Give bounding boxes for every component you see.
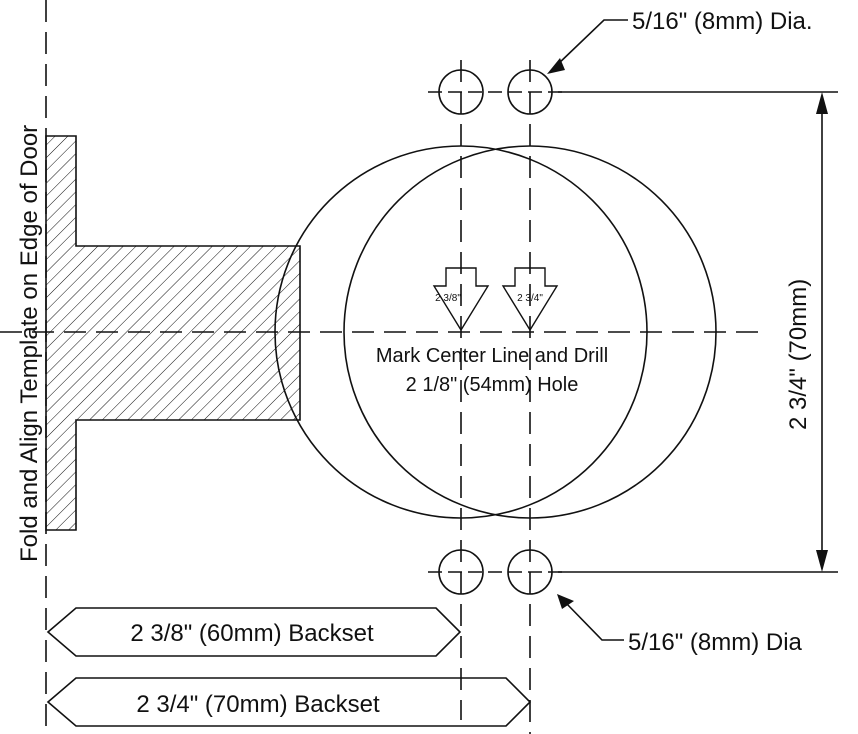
vertical-dimension-label: 2 3/4" (70mm) (785, 279, 812, 430)
top-hole-leader (547, 19, 628, 74)
bottom-hole-dia-label: 5/16" (8mm) Dia (628, 629, 803, 656)
top-holes (428, 69, 562, 115)
center-line-instruction-2: 2 1/8" (54mm) Hole (406, 374, 579, 396)
edge-fold-label: Fold and Align Template on Edge of Door (16, 125, 43, 562)
backset-70-arrow (46, 677, 532, 727)
latch-plate-hatch (45, 135, 301, 531)
center-line-instruction-1: Mark Center Line and Drill (376, 345, 608, 367)
backset-70-label: 2 3/4" (70mm) Backset (136, 691, 380, 718)
backset-60-label: 2 3/8" (60mm) Backset (130, 620, 374, 647)
arrow-238 (432, 267, 490, 332)
arrow-234 (501, 267, 559, 332)
vertical-dimension (558, 91, 838, 573)
bottom-hole-leader (557, 594, 624, 641)
backset-60-arrow (46, 607, 462, 657)
arrow-234-label: 2 3/4" (517, 293, 543, 304)
arrow-238-label: 2 3/8" (435, 293, 461, 304)
bottom-holes (428, 549, 562, 595)
top-hole-dia-label: 5/16" (8mm) Dia. (632, 8, 813, 35)
